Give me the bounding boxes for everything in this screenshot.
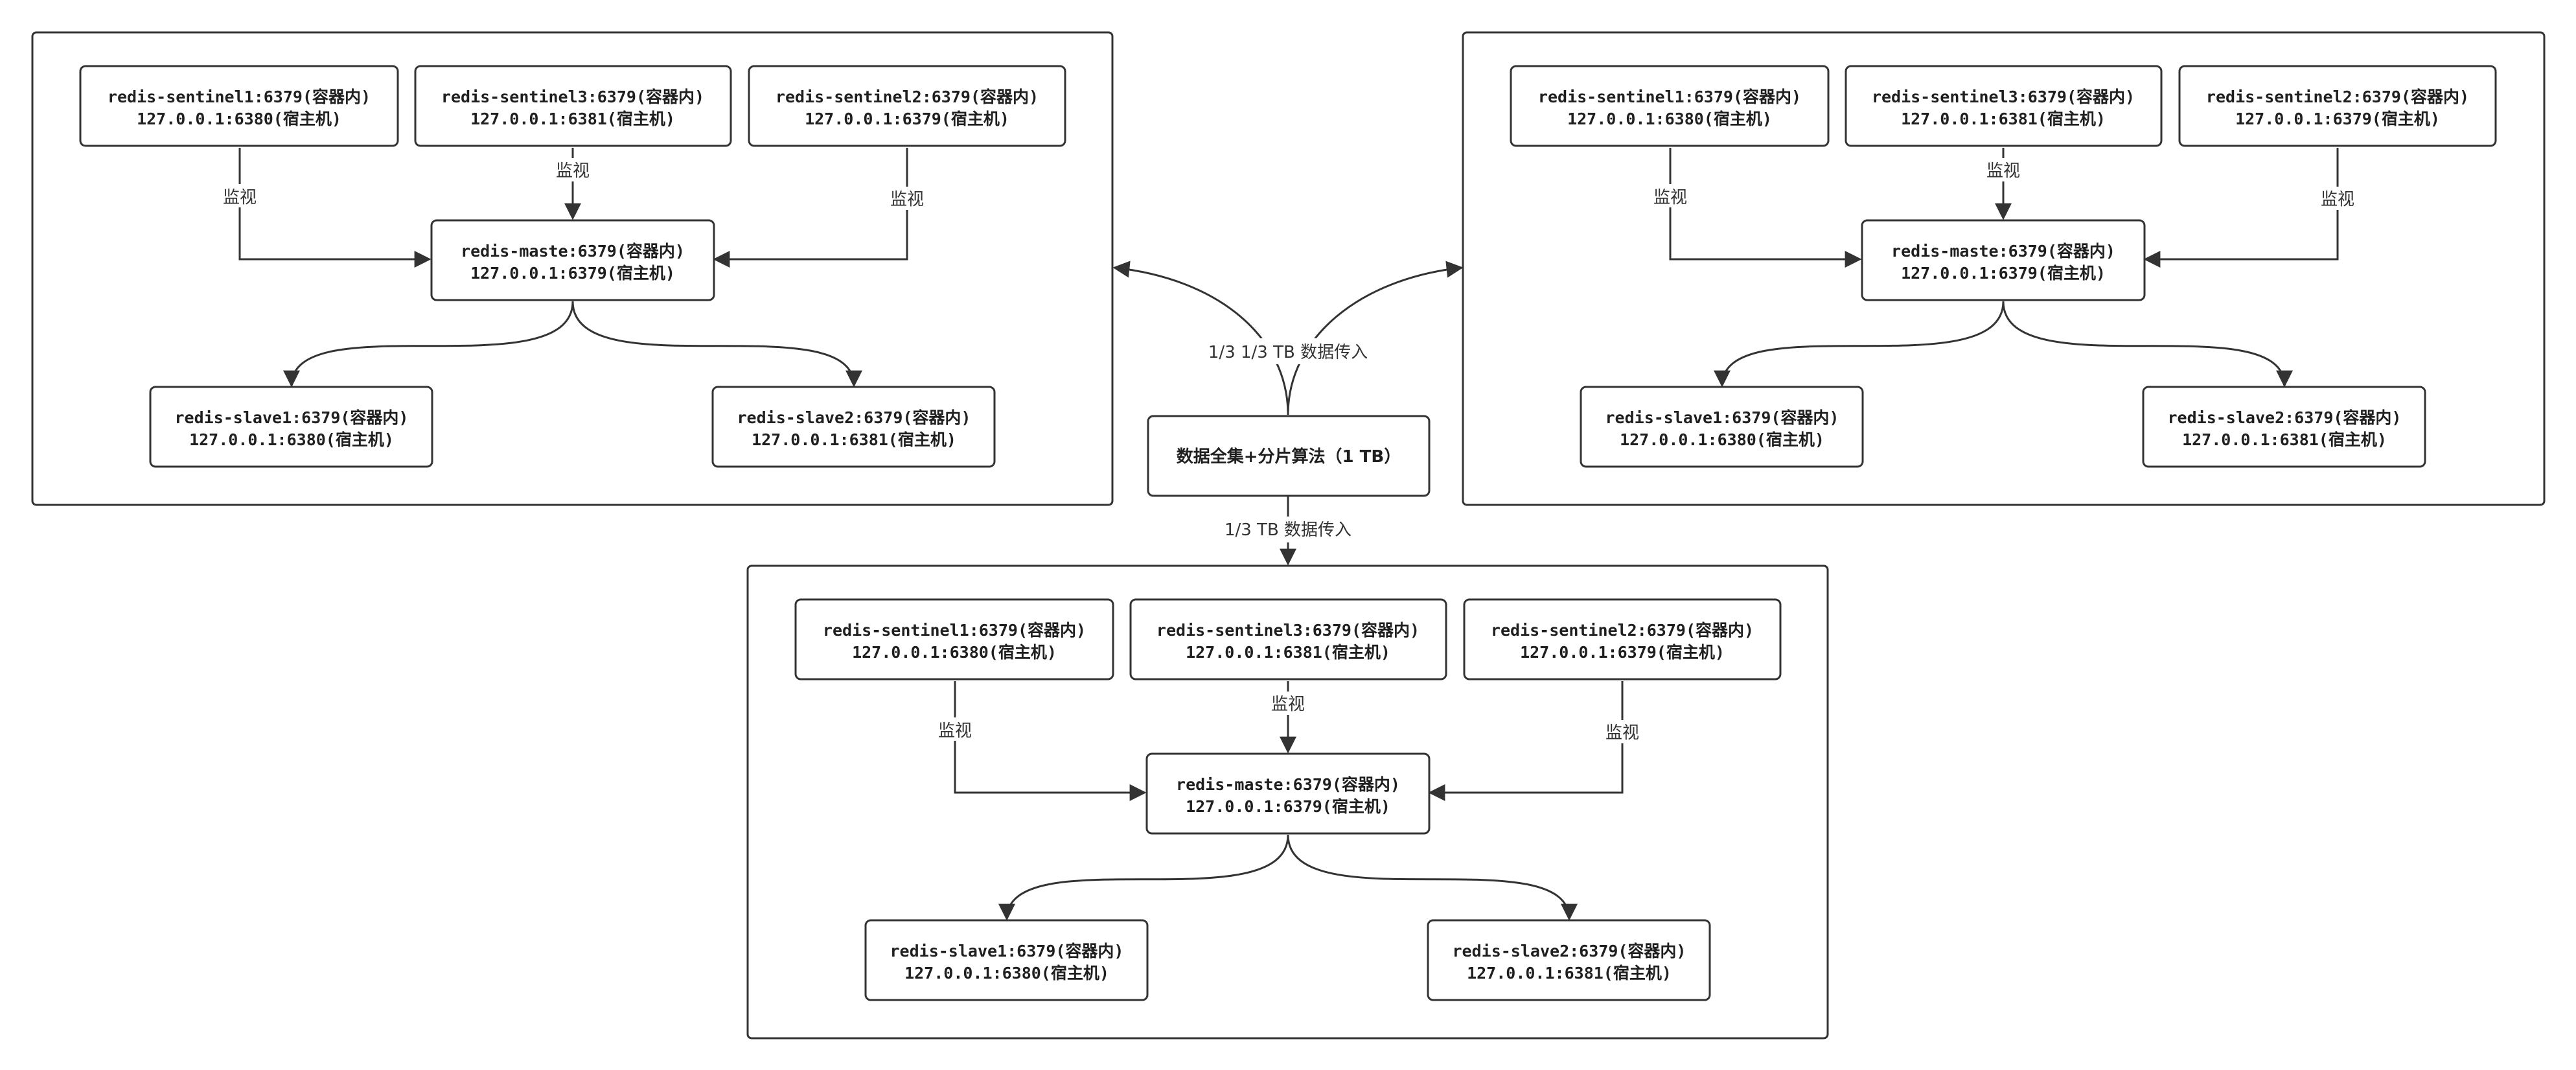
sentinel2-name: redis-sentinel2:6379(容器内)	[776, 87, 1039, 106]
slave1-host: 127.0.0.1:6380(宿主机)	[189, 430, 394, 449]
slave2-name: redis-slave2:6379(容器内)	[737, 408, 971, 427]
sentinel1-host: 127.0.0.1:6380(宿主机)	[137, 110, 341, 128]
slave2-host: 127.0.0.1:6381(宿主机)	[1467, 964, 1672, 983]
master-host: 127.0.0.1:6379(宿主机)	[1901, 264, 2106, 283]
master-host: 127.0.0.1:6379(宿主机)	[1186, 797, 1390, 816]
sentinel2-monitor-edge	[2143, 148, 2339, 268]
sentinel1-host: 127.0.0.1:6380(宿主机)	[1567, 110, 1772, 128]
sentinel2-monitor-edge	[713, 148, 908, 268]
slave1-name: redis-slave1:6379(容器内)	[1605, 408, 1839, 427]
master-name: redis-maste:6379(容器内)	[1176, 775, 1400, 794]
master-host: 127.0.0.1:6379(宿主机)	[470, 264, 675, 283]
cluster-2: 监视 监视 监视 redis-sentinel1:6379(容器内) 127.0…	[1462, 31, 2546, 506]
slave2-node: redis-slave2:6379(容器内) 127.0.0.1:6381(宿主…	[1427, 919, 1711, 1001]
sentinel2-host: 127.0.0.1:6379(宿主机)	[1520, 643, 1725, 662]
master-to-slave2-edge	[571, 301, 862, 388]
shard-edge-to-cluster-2	[1287, 261, 1464, 415]
sentinel2-monitor-edge	[1428, 681, 1624, 801]
master-node: redis-maste:6379(容器内) 127.0.0.1:6379(宿主机…	[1145, 752, 1431, 835]
sentinel1-name: redis-sentinel1:6379(容器内)	[1538, 87, 1801, 106]
slave1-host: 127.0.0.1:6380(宿主机)	[904, 964, 1109, 983]
slave2-host: 127.0.0.1:6381(宿主机)	[2182, 430, 2387, 449]
sentinel1-node: redis-sentinel1:6379(容器内) 127.0.0.1:6380…	[1510, 65, 1830, 147]
sentinel3-host: 127.0.0.1:6381(宿主机)	[1186, 643, 1390, 662]
sentinel2-host: 127.0.0.1:6379(宿主机)	[2235, 110, 2440, 128]
sentinel3-node: redis-sentinel3:6379(容器内) 127.0.0.1:6381…	[1845, 65, 2163, 147]
upper-shard-edge-label: 1/3 1/3 TB 数据传入	[1208, 343, 1368, 362]
sentinel3-host: 127.0.0.1:6381(宿主机)	[1901, 110, 2106, 128]
sentinel3-host: 127.0.0.1:6381(宿主机)	[470, 110, 675, 128]
sentinel3-node: redis-sentinel3:6379(容器内) 127.0.0.1:6381…	[1129, 598, 1447, 680]
master-name: redis-maste:6379(容器内)	[1891, 242, 2115, 261]
sharding-center: 1/3 1/3 TB 数据传入 1/3 TB 数据传入 数据全集+分片算法（1 …	[1112, 261, 1464, 566]
master-node: redis-maste:6379(容器内) 127.0.0.1:6379(宿主机…	[1861, 219, 2146, 301]
monitor-label: 监视	[1986, 161, 2020, 181]
sentinel1-node: redis-sentinel1:6379(容器内) 127.0.0.1:6380…	[79, 65, 399, 147]
sentinel1-name: redis-sentinel1:6379(容器内)	[108, 87, 371, 106]
master-to-slave1-edge	[1714, 301, 2005, 388]
sentinel3-node: redis-sentinel3:6379(容器内) 127.0.0.1:6381…	[414, 65, 732, 147]
sentinel3-name: redis-sentinel3:6379(容器内)	[441, 87, 704, 106]
monitor-label: 监视	[2321, 190, 2354, 209]
shard-edge-to-cluster-1	[1112, 261, 1289, 415]
slave2-name: redis-slave2:6379(容器内)	[2168, 408, 2402, 427]
sentinel2-node: redis-sentinel2:6379(容器内) 127.0.0.1:6379…	[1463, 598, 1782, 680]
master-to-slave2-edge	[2002, 301, 2293, 388]
sentinel1-name: redis-sentinel1:6379(容器内)	[823, 621, 1086, 640]
slave2-node: redis-slave2:6379(容器内) 127.0.0.1:6381(宿主…	[2142, 386, 2426, 468]
sentinel2-node: redis-sentinel2:6379(容器内) 127.0.0.1:6379…	[748, 65, 1066, 147]
cluster-1: 监视 监视 监视 redis-sentinel1:6379(容器内) 127.0…	[31, 31, 1114, 506]
slave2-node: redis-slave2:6379(容器内) 127.0.0.1:6381(宿主…	[711, 386, 996, 468]
slave2-name: redis-slave2:6379(容器内)	[1453, 942, 1686, 960]
monitor-label: 监视	[223, 188, 257, 207]
master-to-slave1-edge	[283, 301, 574, 388]
cluster-3: 监视 监视 监视 redis-sentinel1:6379(容器内) 127.0…	[746, 564, 1829, 1040]
monitor-label: 监视	[1605, 723, 1639, 743]
sentinel3-name: redis-sentinel3:6379(容器内)	[1156, 621, 1420, 640]
master-node: redis-maste:6379(容器内) 127.0.0.1:6379(宿主机…	[430, 219, 715, 301]
monitor-label: 监视	[1271, 695, 1305, 714]
dataset-sharding-node: 数据全集+分片算法（1 TB）	[1147, 415, 1431, 497]
sentinel2-node: redis-sentinel2:6379(容器内) 127.0.0.1:6379…	[2178, 65, 2497, 147]
sentinel2-name: redis-sentinel2:6379(容器内)	[1491, 621, 1754, 640]
sentinel1-node: redis-sentinel1:6379(容器内) 127.0.0.1:6380…	[794, 598, 1114, 680]
dataset-sharding-label: 数据全集+分片算法（1 TB）	[1177, 447, 1401, 467]
monitor-label: 监视	[1653, 188, 1687, 207]
slave1-host: 127.0.0.1:6380(宿主机)	[1620, 430, 1824, 449]
sentinel1-host: 127.0.0.1:6380(宿主机)	[852, 643, 1057, 662]
monitor-label: 监视	[938, 721, 972, 741]
slave1-node: redis-slave1:6379(容器内) 127.0.0.1:6380(宿主…	[149, 386, 433, 468]
slave1-node: redis-slave1:6379(容器内) 127.0.0.1:6380(宿主…	[1580, 386, 1864, 468]
slave2-host: 127.0.0.1:6381(宿主机)	[752, 430, 956, 449]
master-to-slave2-edge	[1287, 834, 1578, 921]
sentinel2-host: 127.0.0.1:6379(宿主机)	[805, 110, 1009, 128]
master-name: redis-maste:6379(容器内)	[461, 242, 685, 261]
monitor-label: 监视	[556, 161, 590, 181]
sentinel3-name: redis-sentinel3:6379(容器内)	[1872, 87, 2135, 106]
slave1-name: redis-slave1:6379(容器内)	[890, 942, 1124, 960]
lower-shard-edge-label: 1/3 TB 数据传入	[1225, 520, 1351, 540]
slave1-node: redis-slave1:6379(容器内) 127.0.0.1:6380(宿主…	[864, 919, 1149, 1001]
sentinel2-name: redis-sentinel2:6379(容器内)	[2206, 87, 2469, 106]
slave1-name: redis-slave1:6379(容器内)	[175, 408, 409, 427]
monitor-label: 监视	[890, 190, 924, 209]
master-to-slave1-edge	[998, 834, 1289, 921]
